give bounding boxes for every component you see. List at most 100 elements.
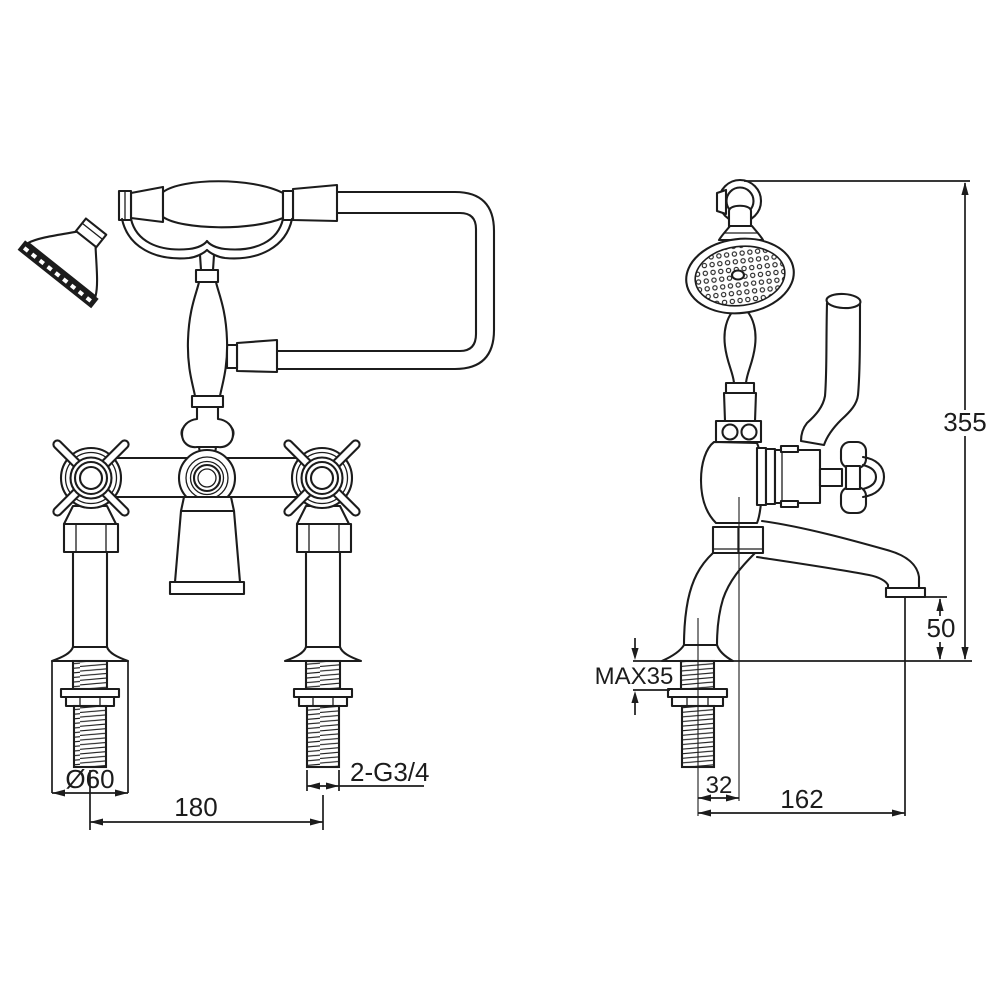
valve-body-side xyxy=(699,440,764,525)
bonnet-ring2 xyxy=(764,447,777,506)
spout-cone xyxy=(173,509,242,584)
spout-skirt xyxy=(179,495,236,513)
column-top-ferrule xyxy=(194,268,220,284)
riser-column xyxy=(180,280,235,462)
left-thread-tail xyxy=(72,704,108,769)
right-washer xyxy=(292,687,354,699)
spout-bottom-edge xyxy=(755,555,890,590)
dim-overall-height: 355 xyxy=(744,180,987,660)
left-cross-handle xyxy=(52,439,130,517)
bonnet-ring1 xyxy=(755,446,768,507)
d355-label: 355 xyxy=(943,407,986,437)
spout-outlet-flange xyxy=(884,586,927,599)
grip-side xyxy=(723,309,757,385)
hose-inner-line xyxy=(275,211,478,353)
handset-side xyxy=(685,178,795,444)
left-pipe xyxy=(71,550,109,649)
hose-cone-fitting xyxy=(235,338,279,374)
d162-arrow-right xyxy=(892,809,905,817)
dim-inlet-thread: 2-G3/4 xyxy=(306,757,430,791)
side-leg xyxy=(660,551,757,663)
grip-side-pipe xyxy=(722,391,758,423)
leg-left-edge xyxy=(682,551,715,647)
yoke-body xyxy=(180,405,235,449)
hose-outer-line xyxy=(275,190,496,371)
lever-handle xyxy=(799,292,862,447)
dim-spout-offset: 32 xyxy=(698,772,739,802)
spray-nozzles xyxy=(22,246,92,303)
grip-ferrule-right xyxy=(281,189,295,222)
lever-cap xyxy=(825,292,862,310)
d50-arrow-bottom xyxy=(936,647,944,660)
d355-arrow-bottom xyxy=(961,647,969,660)
left-hex-nut xyxy=(62,522,120,554)
d32-arrow-right xyxy=(726,794,739,802)
right-leg xyxy=(283,522,363,769)
cradle-block-screw-left xyxy=(721,423,739,441)
d50-arrow-top xyxy=(936,598,944,611)
grip-cone-left xyxy=(129,185,165,224)
d32-arrow-left xyxy=(698,794,711,802)
center-hub-ring2 xyxy=(189,460,225,496)
g34-arrow-left xyxy=(307,782,320,790)
dimension-annotations: Ø60 180 2-G3/4 355 xyxy=(51,180,987,830)
cross-dome-inner xyxy=(861,463,878,491)
head-center-cap xyxy=(730,269,746,281)
column-bottom-ferrule xyxy=(190,394,225,409)
side-view xyxy=(660,178,927,816)
cross-waist xyxy=(844,464,862,491)
lever-rod xyxy=(799,301,862,447)
cradle-inner xyxy=(129,217,285,251)
left-washer xyxy=(59,687,121,699)
left-leg xyxy=(50,522,130,769)
max35-arrow-up xyxy=(631,691,639,703)
g34-label: 2-G3/4 xyxy=(350,757,430,787)
dim-inlet-centres: 180 xyxy=(89,770,324,830)
left-handle-button xyxy=(78,465,104,491)
bonnet-tab-top xyxy=(779,444,800,454)
right-hex-nut xyxy=(295,522,353,554)
right-cross-handle xyxy=(283,439,361,517)
left-backnut xyxy=(64,695,116,708)
d60-arrow-left xyxy=(52,789,65,797)
d50-label: 50 xyxy=(927,613,956,643)
spout-flange-front xyxy=(168,580,246,596)
dim-spout-clearance: 50 xyxy=(925,596,956,660)
side-hex-nut xyxy=(711,525,765,555)
d180-label: 180 xyxy=(174,792,217,822)
cradle-outer xyxy=(120,217,294,260)
handset-neck xyxy=(727,204,753,229)
left-thread-upper xyxy=(71,659,109,691)
front-view xyxy=(17,180,496,769)
left-handle-ring-outer xyxy=(64,451,118,505)
d162-label: 162 xyxy=(780,784,823,814)
left-cone-flange xyxy=(50,645,130,663)
handle-stem xyxy=(818,467,844,488)
cradle-funnel xyxy=(198,253,216,272)
head-neck-ridge xyxy=(81,222,103,240)
d60-arrow-right xyxy=(115,789,128,797)
handshower-head-front xyxy=(17,217,108,309)
right-handle-ring-outer xyxy=(295,451,349,505)
right-thread-tail xyxy=(305,704,341,769)
handset-front xyxy=(17,180,339,309)
hose-fitting-ferrule xyxy=(225,343,239,370)
right-backnut xyxy=(297,695,349,708)
right-cone-flange xyxy=(283,645,363,663)
right-pipe xyxy=(304,550,342,649)
leg-right-edge xyxy=(715,551,757,647)
center-hub-ring4 xyxy=(197,468,217,488)
right-handle-button xyxy=(309,465,335,491)
cross-arm-bottom xyxy=(839,485,868,515)
d32-label: 32 xyxy=(706,772,733,799)
side-cross-handle xyxy=(839,440,886,515)
side-spout xyxy=(755,519,927,599)
grip-side-ferrule xyxy=(724,381,756,395)
d180-arrow-right xyxy=(310,818,323,826)
right-thread-upper xyxy=(304,659,342,691)
max35-arrow-down xyxy=(631,648,639,660)
max35-label: MAX35 xyxy=(595,663,674,690)
d355-arrow-top xyxy=(961,182,969,195)
